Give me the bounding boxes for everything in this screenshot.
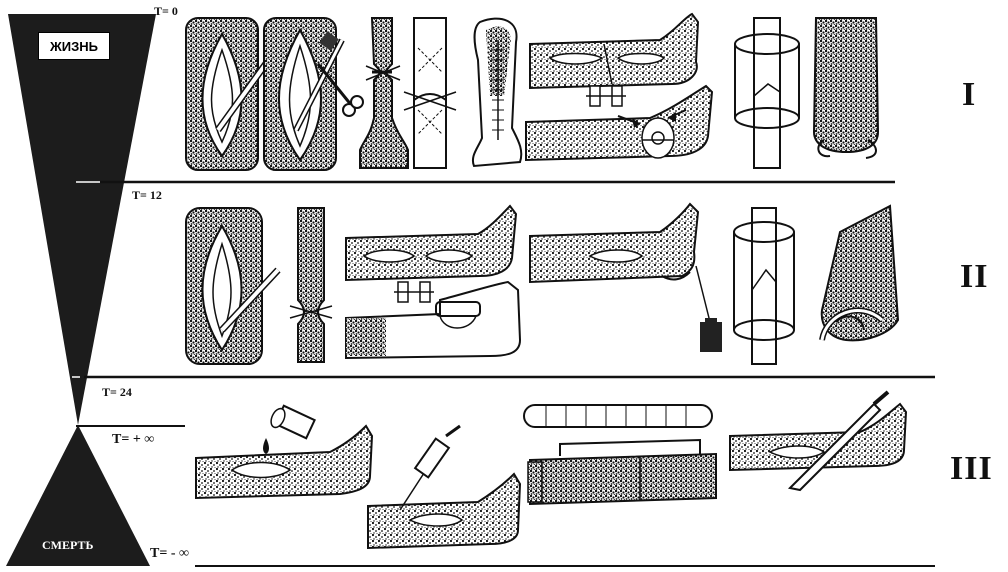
time-mark-plus-infinity: T= + ∞ (112, 432, 155, 447)
time-mark-t12: T= 12 (132, 188, 162, 202)
death-label: СМЕРТЬ (42, 538, 94, 552)
stump-dressing-illustration (812, 17, 880, 159)
vessel-ligation-illustration (359, 17, 409, 169)
row-2-illustrations (185, 202, 900, 365)
wound-scalpel-illustration (185, 207, 281, 365)
row-3-label: III (950, 450, 993, 487)
time-mark-t0: T= 0 (154, 4, 178, 18)
leg-fixator-cast-illustration (345, 204, 522, 360)
splint-roll-illustration (523, 404, 717, 506)
time-mark-t24: T= 24 (102, 385, 132, 399)
life-wedge (8, 14, 156, 425)
wound-dressing-illustration (185, 17, 273, 171)
leg-amputation-knife-illustration (729, 390, 908, 492)
leg-injection-illustration (367, 424, 522, 550)
leg-external-fixator-illustration (529, 12, 700, 107)
leg-rotation-illustration (525, 84, 714, 162)
leg-traction-illustration (529, 202, 722, 352)
time-mark-minus-infinity: T= - ∞ (150, 546, 189, 561)
row-1-illustrations (185, 12, 880, 171)
bone-fixator-frame-illustration (734, 17, 800, 169)
life-death-scale (6, 14, 185, 566)
row-1-label: I (962, 76, 977, 113)
sutured-leg-illustration (472, 17, 523, 168)
row-2-label: II (960, 258, 989, 295)
life-label-box: ЖИЗНЬ (38, 32, 110, 60)
bone-frame-illustration (733, 207, 795, 365)
wound-excision-illustration (263, 17, 364, 171)
row-3-illustrations (195, 390, 908, 550)
bone-segment-illustration (403, 17, 457, 169)
leg-wound-irrigation-illustration (195, 404, 374, 500)
vessel-clamp-illustration (289, 207, 333, 363)
death-triangle (6, 425, 150, 566)
life-label: ЖИЗНЬ (50, 38, 98, 54)
stump-bandage-illustration (819, 204, 900, 342)
